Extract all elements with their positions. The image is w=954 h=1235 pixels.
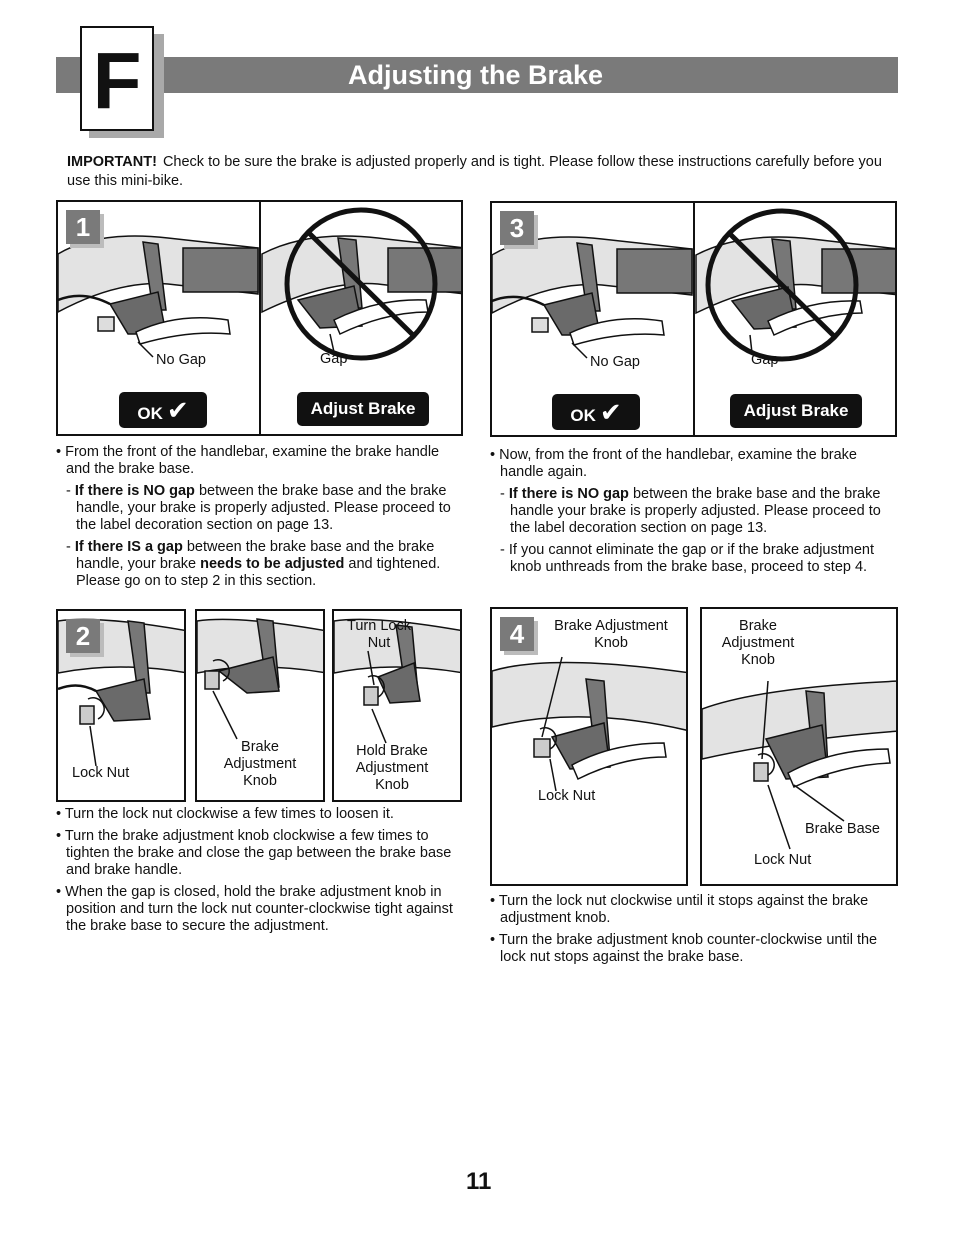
step1-sub2: - If there IS a gap between the brake ba…	[66, 539, 441, 589]
step3-sub1-text: between the brake base and the brake han…	[510, 486, 881, 536]
section-letter: F	[92, 36, 142, 125]
step1-bullet: • From the front of the handlebar, exami…	[56, 444, 440, 477]
step3-sub2-text: If you cannot eliminate the gap or if th…	[508, 542, 874, 575]
step3-no-gap-label: No Gap	[590, 354, 640, 370]
step1-text: • From the front of the handlebar, exami…	[56, 444, 456, 595]
step2b-illustration	[197, 618, 323, 740]
step4-panel-a: 4 Brake Adjustment Knob Lock Nut	[490, 607, 688, 886]
step1-sub2-text1: between the brake base and the brake han…	[76, 539, 435, 572]
step1-sub1-text: between the brake base and the brake han…	[76, 483, 451, 533]
step2-number: 2	[66, 619, 100, 653]
step3-text: • Now, from the front of the handlebar, …	[490, 447, 895, 581]
step4-bullet-2-text: Turn the brake adjustment knob counter-c…	[498, 932, 878, 965]
step1-sub2-bold: If there IS a gap	[74, 539, 183, 555]
step2-panel-c: Turn Lock Nut Hold Brake Adjustment Knob	[332, 609, 462, 802]
important-text: Check to be sure the brake is adjusted p…	[67, 154, 882, 189]
step2-bullet-3: • When the gap is closed, hold the brake…	[56, 884, 453, 934]
step2-panel-a: 2 Lock Nut	[56, 609, 186, 802]
step4a-illustration	[492, 656, 686, 792]
step3-ok-badge: OK✔	[552, 394, 640, 430]
step3-sub2: - If you cannot eliminate the gap or if …	[500, 542, 874, 575]
step4-knob-label-left: Brake Adjustment Knob	[554, 618, 668, 651]
ok-label: OK	[137, 404, 163, 423]
page-number: 11	[466, 1168, 492, 1195]
important-label: IMPORTANT!	[67, 154, 157, 170]
step1-ok-badge: OK✔	[119, 392, 207, 428]
step4-bullet-2: • Turn the brake adjustment knob counter…	[490, 932, 878, 965]
checkmark-icon: ✔	[166, 395, 189, 425]
step4-panel-b: Brake Adjustment Knob Brake Base Lock Nu…	[700, 607, 898, 886]
step2-bullet-3-text: When the gap is closed, hold the brake a…	[65, 884, 453, 934]
step2-brake-knob-label: Brake Adjustment Knob	[223, 739, 297, 789]
step3-bullet-text: Now, from the front of the handlebar, ex…	[499, 447, 857, 480]
step1-number: 1	[66, 210, 100, 244]
step4-number: 4	[500, 617, 534, 651]
step2-bullet-2: • Turn the brake adjustment knob clockwi…	[56, 828, 452, 878]
step2-hold-knob-label: Hold Brake Adjustment Knob	[355, 743, 429, 793]
step4-lock-nut-left: Lock Nut	[538, 788, 596, 804]
step1-adjust-badge: Adjust Brake	[297, 392, 429, 426]
step1-gap-label: Gap	[320, 351, 348, 367]
step1-illustration	[58, 202, 461, 434]
step3-sub1-bold: If there is NO gap	[508, 486, 629, 502]
step2-lock-nut-label: Lock Nut	[72, 765, 130, 781]
step1-bullet-text: From the front of the handlebar, examine…	[65, 444, 440, 477]
step1-sub1-bold: If there is NO gap	[74, 483, 195, 499]
step3-panel: 3 No Gap Gap OK✔ Adjust Brake	[490, 201, 897, 437]
step2-panel-b: Brake Adjustment Knob	[195, 609, 325, 802]
step3-sub1: - If there is NO gap between the brake b…	[500, 486, 881, 536]
ok-label: OK	[570, 406, 596, 425]
step2-bullet-1: • Turn the lock nut clockwise a few time…	[56, 806, 394, 822]
step3-bullet: • Now, from the front of the handlebar, …	[490, 447, 857, 480]
step3-adjust-badge: Adjust Brake	[730, 394, 862, 428]
page-title: Adjusting the Brake	[348, 60, 604, 90]
section-letter-box: F	[80, 26, 154, 131]
step1-sub1: - If there is NO gap between the brake b…	[66, 483, 451, 533]
checkmark-icon: ✔	[599, 397, 622, 427]
step4b-illustration	[702, 680, 896, 850]
step1-panel: 1 No Gap Gap OK✔ Adjust Brake	[56, 200, 463, 436]
step4-bullet-1: • Turn the lock nut clockwise until it s…	[490, 893, 869, 926]
step1-sub2-bold2: needs to be adjusted	[200, 556, 345, 572]
step4-brake-base-label: Brake Base	[805, 821, 880, 837]
step3-gap-label: Gap	[751, 352, 779, 368]
step1-sub2-text2: and tightened. Please go on to step 2 in…	[76, 556, 441, 589]
important-note: IMPORTANT!Check to be sure the brake is …	[67, 153, 887, 191]
step1-no-gap-label: No Gap	[156, 352, 206, 368]
step2-bullet-2-text: Turn the brake adjustment knob clockwise…	[64, 828, 452, 878]
step3-illustration	[492, 203, 895, 435]
step2-turn-lock-nut-label: Turn Lock Nut	[347, 618, 411, 651]
step4-lock-nut-right: Lock Nut	[754, 852, 812, 868]
step2c-illustration	[334, 618, 460, 744]
step4-bullet-1-text: Turn the lock nut clockwise until it sto…	[498, 893, 869, 926]
title-bar	[56, 57, 898, 93]
step2-bullet-1-text: Turn the lock nut clockwise a few times …	[64, 806, 394, 822]
step3-number: 3	[500, 211, 534, 245]
step4-knob-label-right: Brake Adjustment Knob	[721, 618, 795, 668]
step4-text: • Turn the lock nut clockwise until it s…	[490, 893, 900, 971]
step2-text: • Turn the lock nut clockwise a few time…	[56, 806, 466, 940]
